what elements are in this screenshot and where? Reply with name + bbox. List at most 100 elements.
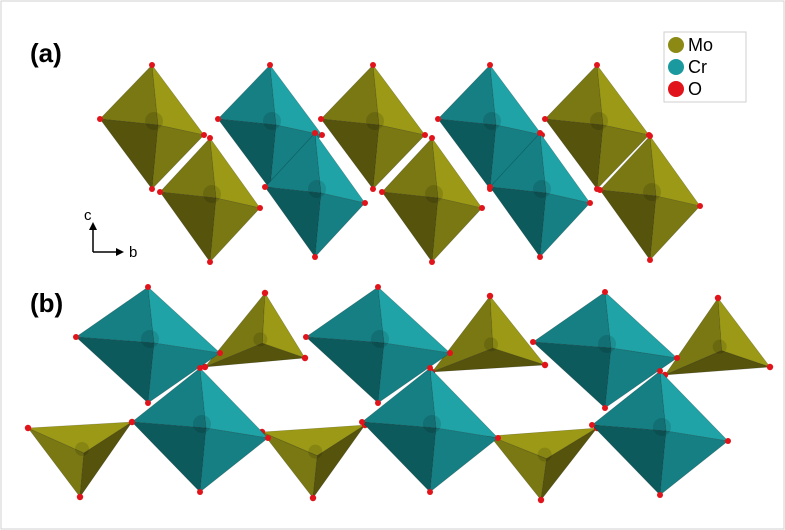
octahedron-a-upper-mo-center-atom	[145, 112, 163, 130]
legend-label-cr: Cr	[688, 57, 707, 77]
octahedron-a-upper-cr-center-atom	[483, 112, 501, 130]
octahedron-a-upper-mo-center-atom	[366, 112, 384, 130]
oxygen-atom	[427, 489, 433, 495]
oxygen-atom	[487, 62, 493, 68]
oxygen-atom	[362, 200, 368, 206]
oxygen-atom	[257, 205, 263, 211]
octahedron-a-upper-mo-center-atom	[590, 112, 608, 130]
oxygen-atom	[725, 438, 731, 444]
octahedron-b-upper-cr-face	[604, 347, 678, 409]
octahedron-a-upper-mo-face	[596, 124, 650, 190]
oxygen-atom	[319, 132, 325, 138]
tetrahedron-b-upper-mo-center-atom	[712, 339, 727, 354]
oxygen-atom	[201, 363, 209, 371]
oxygen-atom	[657, 368, 663, 374]
tetrahedron-b-lower-mo-face	[540, 427, 598, 501]
oxygen-atom	[714, 294, 722, 302]
legend-swatch-mo	[668, 37, 684, 53]
octahedron-b-lower-cr-face	[659, 430, 729, 496]
oxygen-atom	[197, 365, 203, 371]
oxygen-atom	[76, 493, 84, 501]
oxygen-atom	[370, 62, 376, 68]
octahedron-a-lower-mo-face	[431, 197, 483, 263]
oxygen-atom	[594, 62, 600, 68]
legend-label-mo: Mo	[688, 35, 713, 55]
oxygen-atom	[587, 200, 593, 206]
octahedron-a-lower-mo-face	[209, 197, 261, 263]
axis-b-arrow-icon	[116, 248, 124, 256]
octahedron-a-upper-mo-face	[151, 124, 205, 190]
octahedron-a-lower-mo-face	[649, 195, 701, 261]
oxygen-atom	[379, 189, 385, 195]
oxygen-atom	[766, 363, 774, 371]
oxygen-atom	[697, 203, 703, 209]
oxygen-atom	[215, 116, 221, 122]
octahedron-b-upper-cr-center-atom	[598, 335, 616, 353]
oxygen-atom	[73, 334, 79, 340]
oxygen-atom	[674, 355, 680, 361]
tetrahedron-b-lower-mo-face	[261, 424, 366, 456]
oxygen-atom	[157, 189, 163, 195]
axis-b-label: b	[129, 244, 137, 261]
oxygen-atom	[359, 419, 365, 425]
oxygen-atom	[487, 184, 493, 190]
tetrahedron-b-upper-mo-center-atom	[253, 332, 268, 347]
oxygen-atom	[217, 350, 223, 356]
oxygen-atom	[262, 184, 268, 190]
octahedron-b-upper-cr-face	[377, 342, 451, 404]
oxygen-atom	[537, 254, 543, 260]
oxygen-atom	[602, 405, 608, 411]
oxygen-atom	[207, 259, 213, 265]
tetrahedron-b-upper-mo-face	[204, 343, 306, 368]
panel-a-polyhedra-chain	[97, 62, 703, 265]
oxygen-atom	[435, 116, 441, 122]
octahedron-a-lower-mo-center-atom	[643, 183, 661, 201]
axes-indicator: c b	[84, 207, 137, 261]
oxygen-atom	[657, 492, 663, 498]
oxygen-atom	[318, 116, 324, 122]
oxygen-atom	[265, 435, 271, 441]
legend: Mo Cr O	[663, 31, 747, 103]
tetrahedron-b-upper-mo-face	[717, 297, 771, 368]
octahedron-a-lower-mo-center-atom	[203, 185, 221, 203]
tetrahedron-b-lower-mo-face	[79, 421, 133, 498]
legend-swatch-cr	[668, 59, 684, 75]
octahedron-b-lower-cr-center-atom	[423, 415, 441, 433]
oxygen-atom	[542, 116, 548, 122]
oxygen-atom	[197, 489, 203, 495]
oxygen-atom	[24, 424, 32, 432]
octahedron-a-upper-cr-center-atom	[263, 112, 281, 130]
octahedron-a-lower-cr-center-atom	[533, 180, 551, 198]
octahedron-a-lower-mo-center-atom	[425, 185, 443, 203]
panel-label-b: (b)	[30, 288, 63, 318]
tetrahedron-b-lower-mo-center-atom	[308, 444, 323, 459]
oxygen-atom	[427, 365, 433, 371]
oxygen-atom	[375, 284, 381, 290]
oxygen-atom	[495, 435, 501, 441]
legend-swatch-o	[668, 81, 684, 97]
oxygen-atom	[602, 289, 608, 295]
axis-c-label: c	[84, 207, 92, 224]
oxygen-atom	[647, 133, 653, 139]
tetrahedron-b-upper-mo-face	[664, 350, 771, 376]
oxygen-atom	[422, 132, 428, 138]
axis-c-arrow-icon	[89, 222, 97, 230]
tetrahedron-b-upper-mo-center-atom	[484, 337, 498, 352]
oxygen-atom	[145, 400, 151, 406]
octahedron-b-lower-cr-face	[199, 427, 269, 493]
oxygen-atom	[597, 187, 603, 193]
oxygen-atom	[301, 354, 309, 362]
octahedron-b-lower-cr-center-atom	[193, 415, 211, 433]
oxygen-atom	[207, 135, 213, 141]
octahedron-a-lower-cr-center-atom	[308, 180, 326, 198]
oxygen-atom	[97, 116, 103, 122]
oxygen-atom	[541, 361, 549, 369]
oxygen-atom	[447, 350, 453, 356]
tetrahedron-b-lower-mo-face	[312, 424, 366, 499]
octahedron-b-upper-cr-face	[147, 342, 221, 404]
oxygen-atom	[145, 284, 151, 290]
octahedron-b-upper-cr-center-atom	[141, 330, 159, 348]
oxygen-atom	[589, 422, 595, 428]
octahedron-b-upper-cr-center-atom	[371, 330, 389, 348]
